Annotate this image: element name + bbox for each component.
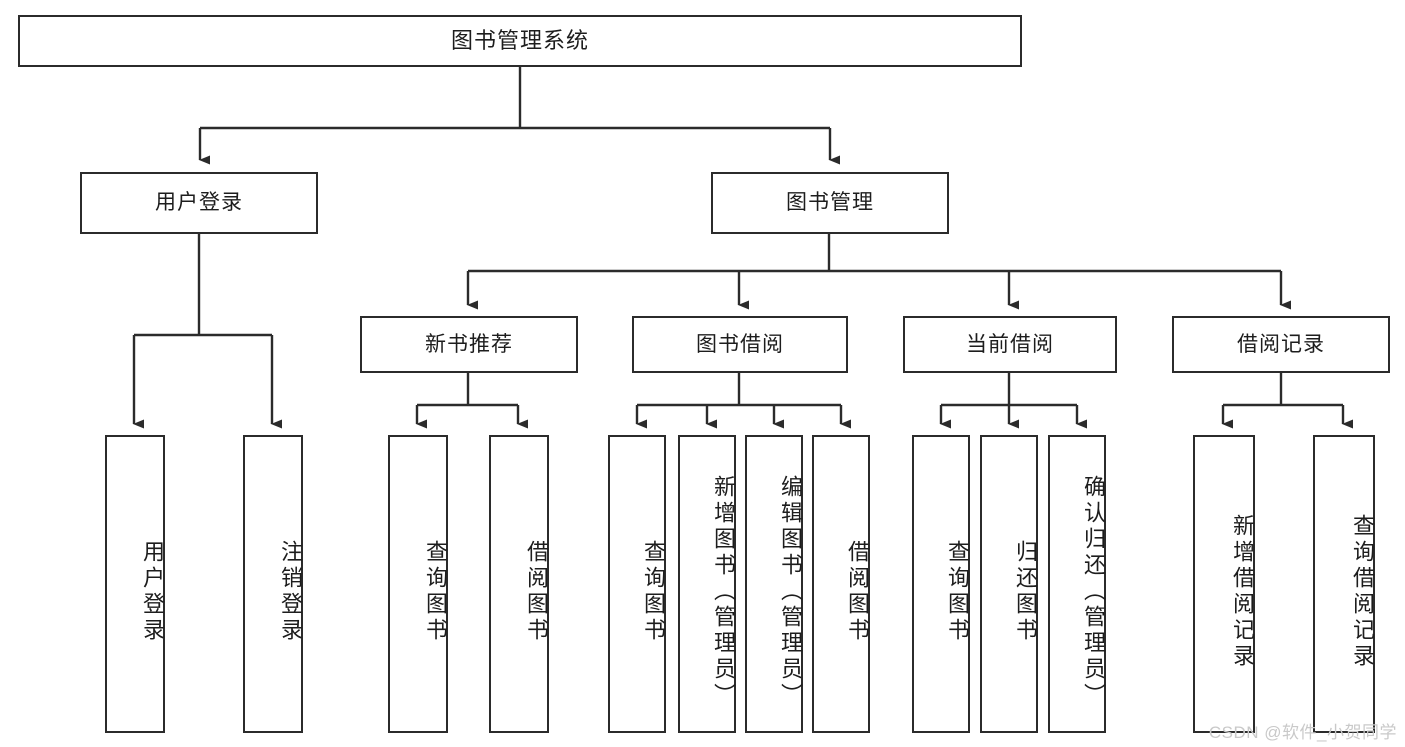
node-user-login[interactable]: 用户登录	[80, 172, 318, 234]
node-label: 新增借阅记录	[1230, 514, 1255, 670]
node-book-borrowing[interactable]: 图书借阅	[632, 316, 848, 373]
node-label: 用户登录	[155, 191, 243, 215]
node-book-management[interactable]: 图书管理	[711, 172, 949, 234]
node-label: 编辑图书（管理员）	[778, 475, 803, 709]
node-label: 借阅图书	[524, 540, 549, 644]
node-current-borrowing[interactable]: 当前借阅	[903, 316, 1117, 373]
node-root-book-management-system[interactable]: 图书管理系统	[18, 15, 1022, 67]
node-label: 当前借阅	[966, 332, 1054, 356]
node-label: 注销登录	[278, 540, 303, 644]
leaf-user-login[interactable]: 用户登录	[105, 435, 165, 733]
leaf-query-book-current[interactable]: 查询图书	[912, 435, 970, 733]
node-label: 归还图书	[1013, 540, 1038, 644]
leaf-logout[interactable]: 注销登录	[243, 435, 303, 733]
node-label: 用户登录	[140, 540, 165, 644]
node-new-book-recommendation[interactable]: 新书推荐	[360, 316, 578, 373]
node-label: 借阅图书	[845, 540, 870, 644]
leaf-query-book-borrow[interactable]: 查询图书	[608, 435, 666, 733]
leaf-add-borrow-record[interactable]: 新增借阅记录	[1193, 435, 1255, 733]
node-label: 借阅记录	[1237, 332, 1325, 356]
node-label: 图书管理系统	[450, 27, 589, 53]
leaf-query-borrow-record[interactable]: 查询借阅记录	[1313, 435, 1375, 733]
node-label: 新增图书（管理员）	[711, 475, 736, 709]
node-label: 新书推荐	[425, 332, 513, 356]
leaf-borrow-book[interactable]: 借阅图书	[812, 435, 870, 733]
leaf-query-book-recommend[interactable]: 查询图书	[388, 435, 448, 733]
node-label: 查询图书	[423, 540, 448, 644]
leaf-edit-book-admin[interactable]: 编辑图书（管理员）	[745, 435, 803, 733]
node-borrowing-record[interactable]: 借阅记录	[1172, 316, 1390, 373]
node-label: 图书借阅	[696, 332, 784, 356]
node-label: 查询借阅记录	[1350, 514, 1375, 670]
node-label: 确认归还（管理员）	[1081, 475, 1106, 709]
leaf-add-book-admin[interactable]: 新增图书（管理员）	[678, 435, 736, 733]
node-label: 查询图书	[641, 540, 666, 644]
node-label: 图书管理	[786, 191, 874, 215]
node-label: 查询图书	[945, 540, 970, 644]
leaf-borrow-book-recommend[interactable]: 借阅图书	[489, 435, 549, 733]
watermark: CSDN @软件_小贺同学	[1208, 723, 1397, 742]
leaf-confirm-return-admin[interactable]: 确认归还（管理员）	[1048, 435, 1106, 733]
leaf-return-book[interactable]: 归还图书	[980, 435, 1038, 733]
